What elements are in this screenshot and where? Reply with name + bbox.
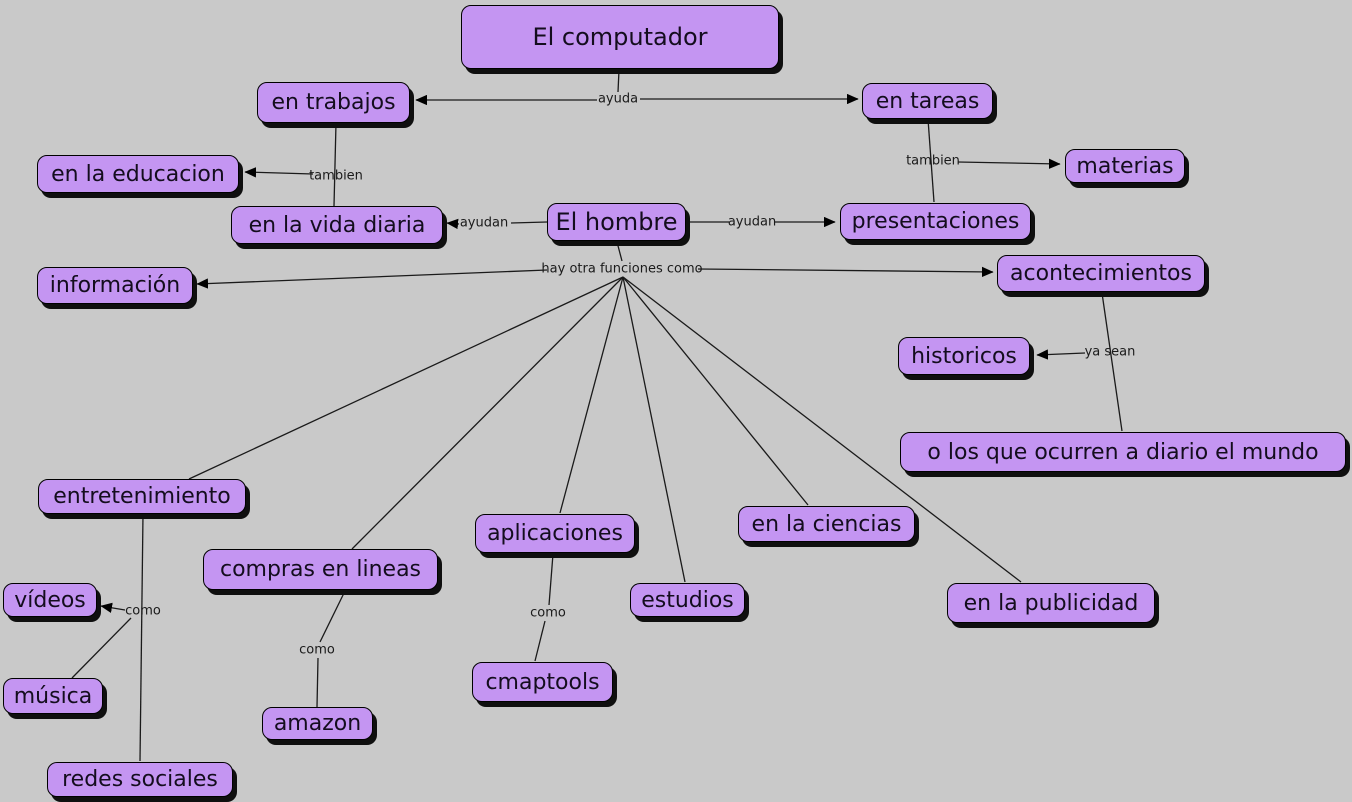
edge-line — [534, 620, 546, 662]
link-label-como-cmaptools[interactable]: como — [530, 605, 566, 621]
node-entretenimiento[interactable]: entretenimiento — [38, 479, 246, 514]
edge-arrow — [446, 218, 460, 230]
edge-line — [316, 657, 319, 708]
edge-arrow — [196, 269, 548, 289]
node-en-la-educacion[interactable]: en la educacion — [37, 155, 239, 193]
node-compras-en-lineas[interactable]: compras en lineas — [203, 549, 438, 590]
arrow-edges — [100, 93, 1086, 613]
node-presentaciones[interactable]: presentaciones — [840, 203, 1031, 240]
node-en-tareas[interactable]: en tareas — [862, 83, 993, 119]
node-el-computador[interactable]: El computador — [461, 5, 779, 69]
edge-line — [616, 241, 623, 262]
node-acontecimientos[interactable]: acontecimientos — [997, 255, 1205, 292]
edge-line — [548, 553, 554, 606]
node-redes-sociales[interactable]: redes sociales — [47, 762, 233, 797]
node-videos[interactable]: vídeos — [3, 583, 97, 617]
node-informacion[interactable]: información — [37, 267, 193, 304]
node-cmaptools[interactable]: cmaptools — [472, 662, 613, 702]
edge-line — [351, 276, 624, 550]
node-en-trabajos[interactable]: en trabajos — [257, 82, 410, 123]
edge-line — [188, 276, 624, 480]
edge-line — [319, 590, 346, 643]
node-el-hombre[interactable]: El hombre — [547, 203, 686, 241]
edge-arrow — [100, 602, 126, 613]
node-musica[interactable]: música — [3, 678, 103, 714]
node-en-la-publicidad[interactable]: en la publicidad — [947, 583, 1155, 623]
plain-edges — [71, 69, 1123, 762]
edge-line — [139, 513, 144, 762]
edge-line — [622, 276, 809, 506]
link-label-ya-sean[interactable]: ya sean — [1084, 344, 1136, 360]
link-label-tambien-tareas[interactable]: tambien — [906, 153, 960, 169]
edge-line — [71, 617, 132, 679]
link-label-hay-otras[interactable]: hay otra funciones como — [541, 261, 703, 277]
link-label-como-amazon[interactable]: como — [299, 642, 335, 658]
edge-line — [622, 276, 1022, 583]
node-en-la-vida-diaria[interactable]: en la vida diaria — [231, 206, 443, 244]
edge-line — [559, 276, 624, 514]
node-estudios[interactable]: estudios — [630, 583, 745, 617]
node-historicos[interactable]: historicos — [898, 337, 1030, 375]
edge-arrow — [1036, 349, 1086, 360]
node-materias[interactable]: materias — [1065, 149, 1185, 183]
node-amazon[interactable]: amazon — [262, 707, 373, 740]
node-aplicaciones[interactable]: aplicaciones — [475, 514, 635, 553]
edge-line — [927, 118, 935, 203]
edge-arrow — [244, 167, 314, 178]
edge-arrow — [957, 158, 1061, 169]
edge-line — [333, 122, 337, 207]
edge-line — [617, 69, 620, 93]
link-label-como-videos[interactable]: como — [125, 603, 161, 619]
link-label-ayudan-izq[interactable]: ayudan — [459, 215, 509, 231]
edge-line — [510, 221, 548, 224]
node-en-la-ciencias[interactable]: en la ciencias — [738, 506, 915, 542]
link-label-tambien-trabajos[interactable]: tambien — [309, 168, 363, 184]
link-label-ayudan-der[interactable]: ayudan — [727, 214, 777, 230]
edge-line — [1101, 292, 1123, 432]
link-label-ayuda[interactable]: ayuda — [597, 91, 639, 107]
node-ocurren-diario[interactable]: o los que ocurren a diario el mundo — [900, 432, 1346, 472]
edge-arrow — [697, 266, 994, 278]
edge-line — [622, 276, 686, 583]
